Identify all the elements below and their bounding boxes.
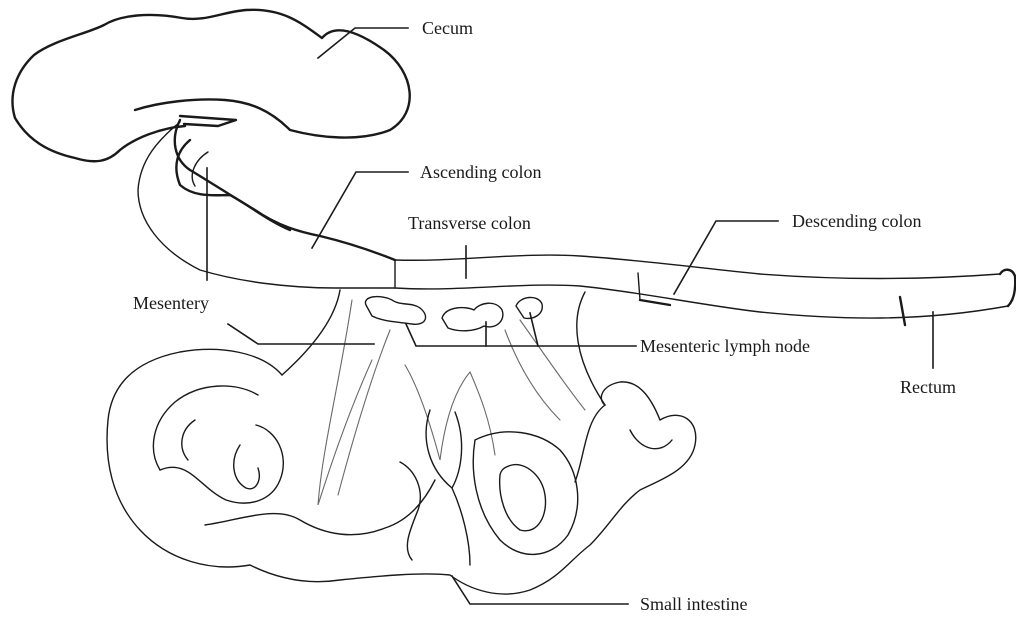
lymph-node-leader-line bbox=[406, 324, 636, 346]
small-intestine-label: Small intestine bbox=[640, 594, 748, 614]
ascending-colon-label: Ascending colon bbox=[420, 162, 541, 182]
descending-colon-label: Descending colon bbox=[792, 211, 921, 231]
mesentery-lower-leader-line bbox=[228, 324, 374, 344]
descending-colon-leader-line bbox=[674, 221, 778, 294]
colon-tube-shape bbox=[395, 255, 1015, 325]
ascending-colon-shape bbox=[138, 120, 395, 288]
mesenteric-lymph-node-label: Mesenteric lymph node bbox=[640, 336, 810, 356]
small-intestine-shape bbox=[107, 349, 696, 594]
transverse-colon-label: Transverse colon bbox=[408, 213, 531, 233]
mesentery-shape bbox=[282, 290, 605, 505]
rectum-label: Rectum bbox=[900, 377, 956, 397]
lymph-node-shapes bbox=[365, 297, 542, 331]
mesentery-label: Mesentery bbox=[133, 293, 209, 313]
cecum-label: Cecum bbox=[422, 18, 473, 38]
